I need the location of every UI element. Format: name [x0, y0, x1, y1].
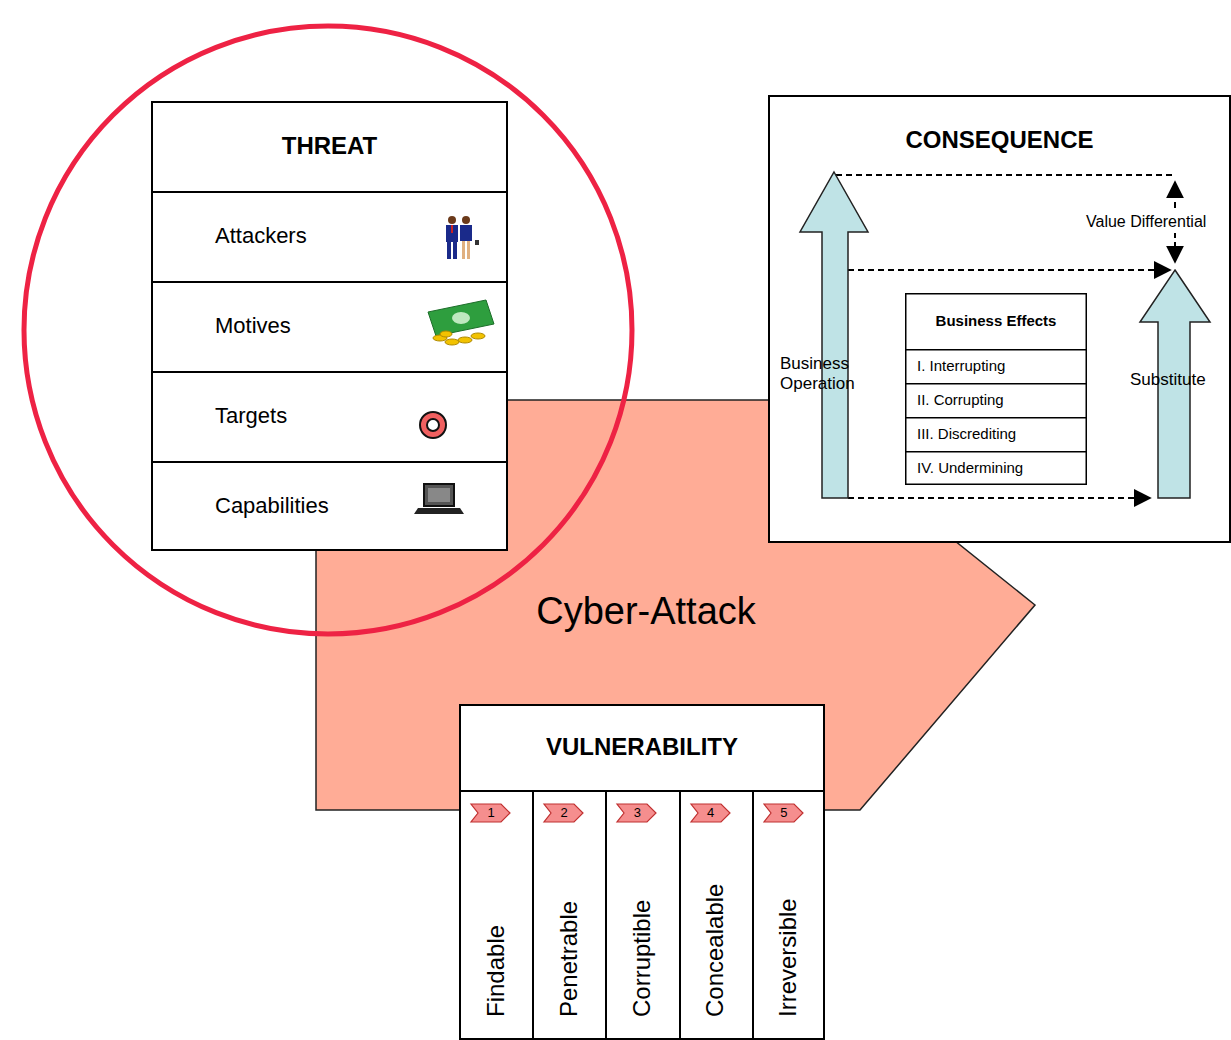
- vulnerability-label: Penetrable: [549, 807, 589, 1017]
- threat-row: Targets: [151, 371, 508, 461]
- chevron-shape: [691, 804, 730, 822]
- chevron-shape: [764, 804, 803, 822]
- callout-number: 1: [471, 804, 511, 822]
- threat-row: Attackers: [151, 191, 508, 281]
- chevron-marker: [532, 790, 605, 830]
- callout-number: 3: [617, 804, 657, 822]
- vulnerability-column: 5Irreversible: [752, 790, 825, 1039]
- effects-table: Business EffectsI. InterruptingII. Corru…: [905, 293, 1087, 485]
- chevron-marker: [459, 790, 532, 830]
- consequence-panel: CONSEQUENCE Business Operation Business Ef…: [768, 95, 1231, 543]
- threat-table: THREATAttackersMotivesTargetsCapabilitie…: [151, 101, 508, 551]
- effects-row: II. Corrupting: [905, 383, 1087, 417]
- callout-number: 2: [544, 804, 584, 822]
- dashed-connector: [848, 269, 1170, 271]
- shape-fill: [800, 172, 868, 498]
- dashed-connector: [848, 497, 1150, 499]
- row-label: III. Discrediting: [917, 417, 1083, 451]
- callout-number: 4: [691, 804, 731, 822]
- row-label: Capabilities: [215, 461, 455, 551]
- table-heading: VULNERABILITY: [459, 704, 825, 790]
- threat-icons: [151, 101, 508, 551]
- arrow-label: Substitute: [1130, 366, 1222, 394]
- annotation-label: Value Differential: [1084, 211, 1208, 233]
- chevron-marker: [752, 790, 825, 830]
- effects-row: I. Interrupting: [905, 349, 1087, 383]
- row-label: Attackers: [215, 191, 455, 281]
- money-icon: [428, 300, 494, 345]
- chevron-marker: [605, 790, 678, 830]
- arrow-label: Business Operation: [780, 348, 876, 400]
- vulnerability-label: Irreversible: [768, 807, 808, 1017]
- chevron-shape: [617, 804, 656, 822]
- vulnerability-column: 1Findable: [459, 790, 532, 1039]
- block-arrow: Substitute: [1140, 270, 1210, 498]
- vulnerability-table: VULNERABILITY1Findable2Penetrable3Corrup…: [459, 704, 825, 1040]
- effects-row: IV. Undermining: [905, 451, 1087, 485]
- vulnerability-label: Concealable: [695, 807, 735, 1017]
- dashed-guide: [836, 174, 1175, 176]
- chevron-marker: [679, 790, 752, 830]
- highlight-ring: [24, 26, 632, 634]
- attackers-icon: [446, 216, 479, 259]
- panel-heading: CONSEQUENCE: [768, 115, 1231, 165]
- chevron-shape: [544, 804, 583, 822]
- chevron-shape: [471, 804, 510, 822]
- row-label: IV. Undermining: [917, 451, 1083, 485]
- threat-row: Capabilities: [151, 461, 508, 551]
- target-icon: [420, 412, 446, 438]
- vulnerability-label: Corruptible: [622, 807, 662, 1017]
- vulnerability-column: 2Penetrable: [532, 790, 605, 1039]
- laptop-icon: [414, 484, 464, 514]
- vulnerability-column: 3Corruptible: [605, 790, 678, 1039]
- effects-row: III. Discrediting: [905, 417, 1087, 451]
- callout-number: 5: [764, 804, 804, 822]
- row-label: Motives: [215, 281, 455, 371]
- vulnerability-label: Findable: [476, 807, 516, 1017]
- row-label: II. Corrupting: [917, 383, 1083, 417]
- table-heading: THREAT: [151, 101, 508, 191]
- row-label: Targets: [215, 371, 455, 461]
- shape-label: Cyber-Attack: [506, 587, 786, 637]
- threat-row: Motives: [151, 281, 508, 371]
- shape-outline: [800, 172, 870, 498]
- vulnerability-column: 4Concealable: [679, 790, 752, 1039]
- row-label: I. Interrupting: [917, 349, 1083, 383]
- block-arrow: Business Operation: [800, 172, 870, 498]
- table-heading: Business Effects: [905, 293, 1087, 349]
